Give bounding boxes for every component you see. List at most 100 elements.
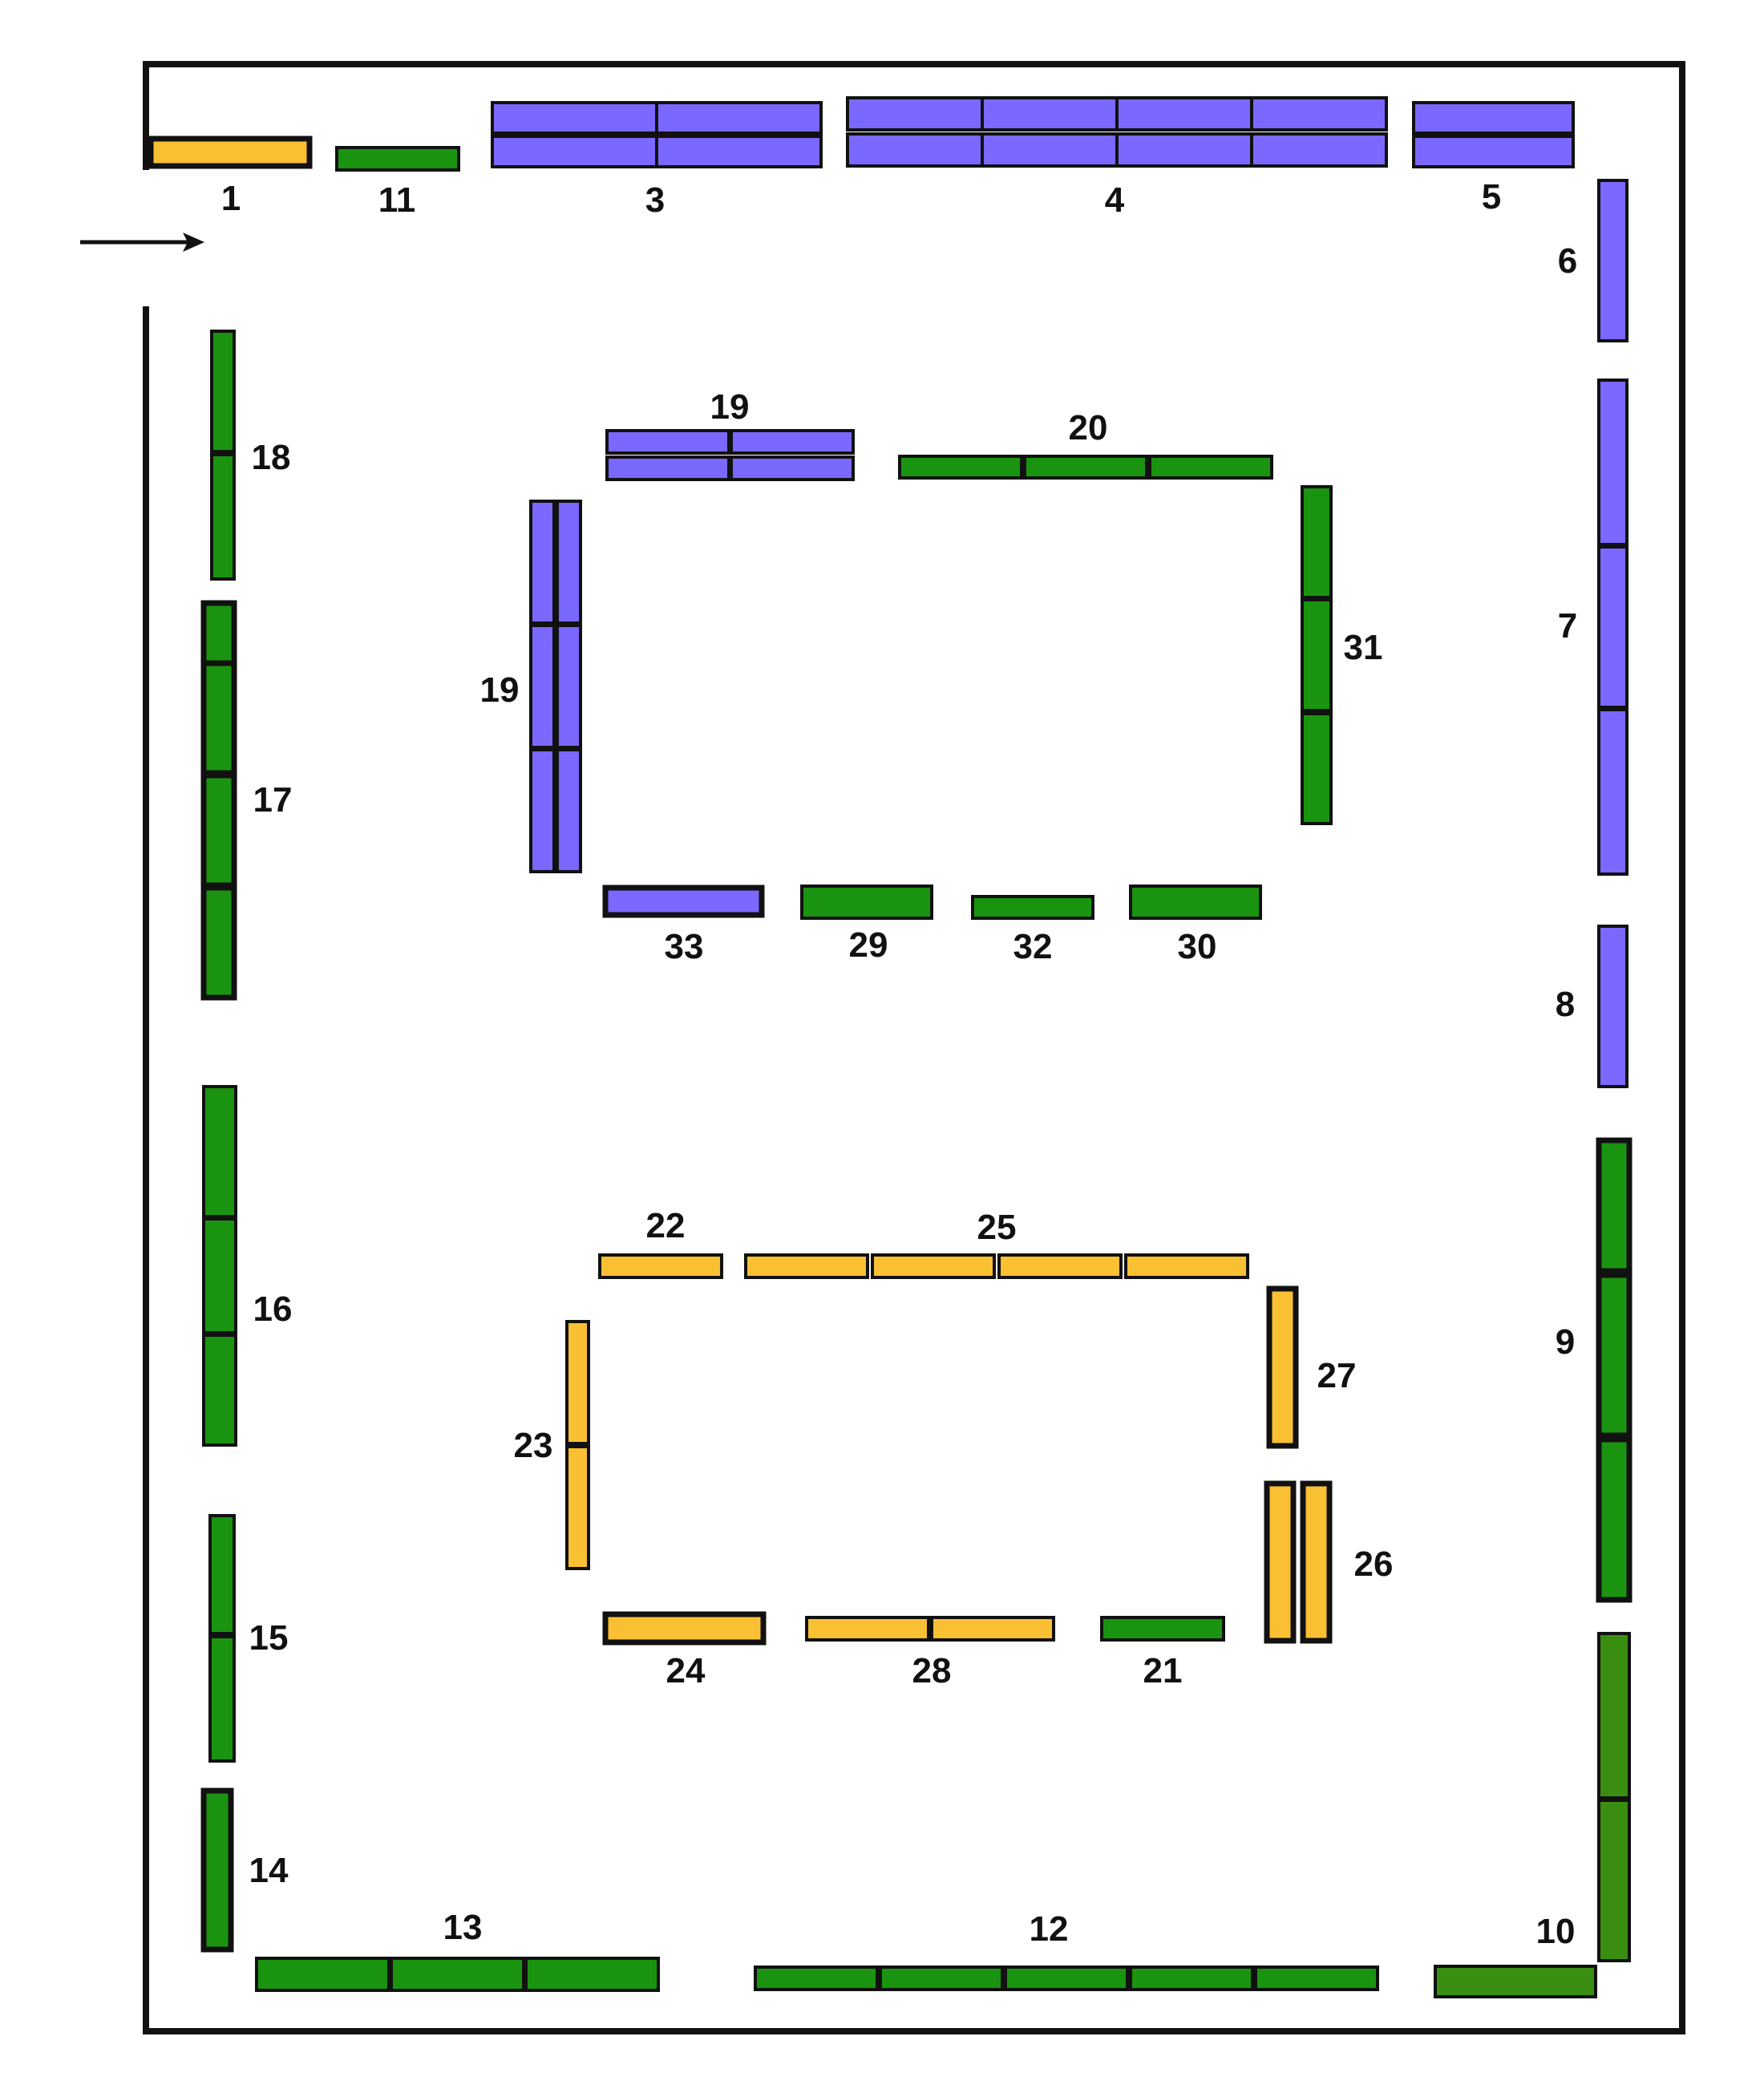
booth-7-cell-3 — [1597, 708, 1628, 876]
booth-6-cell-1 — [1597, 179, 1628, 342]
label-booth-29: 29 — [849, 925, 888, 965]
label-booth-27: 27 — [1317, 1356, 1357, 1395]
room-outline — [143, 61, 1685, 2034]
booth-19l-cell-3 — [529, 624, 556, 749]
entrance-arrow-icon — [80, 233, 204, 252]
booth-19t-cell-2 — [730, 429, 855, 455]
room-walls — [143, 61, 1685, 2034]
booth-4-cell-1 — [846, 96, 984, 132]
label-booth-20: 20 — [1069, 408, 1108, 447]
label-booth-3: 3 — [645, 180, 665, 220]
booth-31-cell-3 — [1301, 712, 1333, 825]
booth-19l-cell-5 — [529, 748, 556, 873]
label-booth-13: 13 — [443, 1908, 483, 1947]
booth-13-cell-3 — [524, 1957, 660, 1992]
label-booth-25: 25 — [977, 1208, 1017, 1247]
label-booth-17: 17 — [253, 780, 293, 820]
booth-7-cell-2 — [1597, 545, 1628, 709]
booth-labels: 1 11 3 4 5 6 7 8 9 10 12 13 14 15 16 17 … — [221, 177, 1577, 1951]
label-booth-6: 6 — [1558, 241, 1577, 281]
booth-12-cell-2 — [879, 1966, 1004, 1991]
label-booth-12: 12 — [1030, 1909, 1069, 1949]
label-booth-31: 31 — [1344, 628, 1383, 667]
label-booth-33: 33 — [665, 927, 704, 966]
booth-25-cell-2 — [871, 1253, 996, 1279]
booth-10-cell-1 — [1597, 1632, 1631, 1800]
booth-17-cell-4 — [200, 885, 237, 1001]
booth-5-cell-1 — [1412, 101, 1575, 135]
label-booth-5: 5 — [1482, 177, 1501, 217]
booth-25-cell-1 — [744, 1253, 869, 1279]
booth-11-cell-1 — [335, 146, 460, 172]
booth-12-cell-1 — [754, 1966, 879, 1991]
booth-17-cell-1 — [200, 600, 237, 666]
booth-4-cell-7 — [1115, 132, 1253, 168]
booth-4-cell-8 — [1250, 132, 1388, 168]
booth-32-cell-1 — [971, 895, 1094, 920]
booth-3-cell-1 — [491, 101, 658, 135]
booth-20-cell-3 — [1148, 455, 1273, 480]
label-booth-16: 16 — [253, 1289, 293, 1329]
booth-4-cell-3 — [1115, 96, 1253, 132]
booth-12-cell-5 — [1254, 1966, 1379, 1991]
label-booth-18: 18 — [252, 438, 291, 477]
label-booth-11: 11 — [378, 180, 416, 220]
label-booth-4: 4 — [1105, 180, 1125, 220]
booth-9-cell-3 — [1596, 1436, 1633, 1603]
label-booth-24: 24 — [666, 1651, 706, 1690]
booth-3-cell-2 — [655, 101, 823, 135]
booth-31-cell-2 — [1301, 598, 1333, 712]
booth-10-cell-2 — [1597, 1799, 1631, 1962]
booth-27-cell-1 — [1266, 1285, 1299, 1449]
booth-23-cell-1 — [565, 1320, 590, 1445]
booth-7-cell-1 — [1597, 379, 1628, 546]
label-booth-7: 7 — [1558, 606, 1577, 646]
booth-21-cell-1 — [1100, 1616, 1225, 1642]
booth-19l-cell-1 — [529, 500, 556, 625]
booth-4-cell-5 — [846, 132, 984, 168]
booth-19l-cell-2 — [556, 500, 582, 625]
booth-9-cell-2 — [1596, 1272, 1633, 1439]
booth-29-cell-1 — [800, 885, 933, 920]
booth-15-cell-1 — [208, 1514, 236, 1635]
booth-28-cell-2 — [930, 1616, 1055, 1642]
booth-20-cell-2 — [1023, 455, 1148, 480]
label-booth-19-top: 19 — [710, 387, 750, 427]
label-booth-30: 30 — [1178, 927, 1217, 966]
booth-3-cell-3 — [491, 135, 658, 168]
booth-24-cell-1 — [602, 1611, 767, 1646]
booth-10-cell-3 — [1434, 1965, 1597, 1998]
booth-5-cell-2 — [1412, 135, 1575, 168]
booth-12-cell-3 — [1004, 1966, 1129, 1991]
booth-25-cell-4 — [1124, 1253, 1249, 1279]
label-booth-26: 26 — [1354, 1544, 1394, 1584]
booth-28-cell-1 — [805, 1616, 930, 1642]
booth-13-cell-1 — [255, 1957, 390, 1992]
label-booth-10: 10 — [1536, 1912, 1576, 1951]
label-booth-19-left: 19 — [480, 670, 520, 710]
booth-15-cell-2 — [208, 1635, 236, 1763]
booth-8-cell-1 — [1597, 925, 1628, 1088]
booth-4-cell-4 — [1250, 96, 1388, 132]
booth-33-cell-1 — [602, 885, 765, 918]
booth-17-cell-2 — [200, 660, 237, 776]
label-booth-22: 22 — [646, 1206, 686, 1245]
booth-16-cell-1 — [202, 1085, 237, 1218]
booth-14-cell-1 — [200, 1787, 234, 1953]
booth-25-cell-3 — [997, 1253, 1123, 1279]
booth-4-cell-6 — [981, 132, 1119, 168]
booth-19t-cell-3 — [605, 455, 730, 481]
label-booth-23: 23 — [514, 1426, 553, 1465]
label-booth-15: 15 — [249, 1618, 289, 1658]
booth-31-cell-1 — [1301, 485, 1333, 599]
booth-16-cell-3 — [202, 1334, 237, 1447]
label-booth-1: 1 — [221, 179, 241, 218]
booth-19t-cell-1 — [605, 429, 730, 455]
booth-1-cell-1 — [148, 136, 313, 169]
label-booth-14: 14 — [249, 1851, 289, 1890]
booth-17-cell-3 — [200, 772, 237, 889]
booth-19t-cell-4 — [730, 455, 855, 481]
booth-30-cell-1 — [1129, 885, 1262, 920]
label-booth-21: 21 — [1143, 1651, 1183, 1690]
